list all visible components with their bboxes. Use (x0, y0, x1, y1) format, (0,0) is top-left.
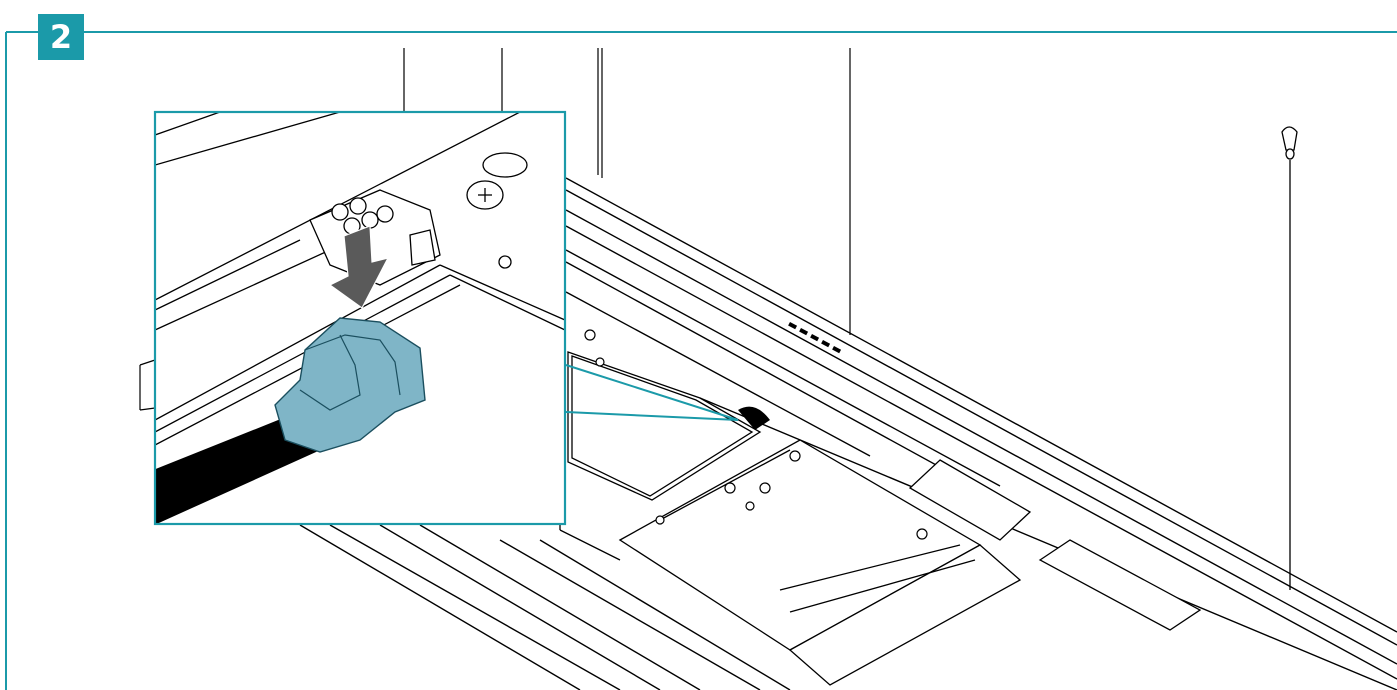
inner-panel (567, 351, 762, 501)
zoom-leader-lines (565, 364, 739, 421)
suspension-hook-icon (1281, 126, 1298, 590)
frame-border (5, 31, 1397, 690)
side-bracket (139, 359, 156, 411)
main-rail (565, 177, 1397, 690)
clip-part-icon (274, 317, 426, 453)
cover-plates (908, 459, 1202, 631)
zoom-detail (153, 110, 567, 526)
screw-heads (584, 329, 928, 540)
vent-slots (788, 322, 842, 354)
housing-tray (559, 439, 1022, 686)
lower-profile (299, 524, 791, 690)
down-arrow-icon (328, 225, 390, 309)
cable-end (738, 406, 770, 430)
cabinet-lines (403, 48, 851, 335)
step-number-badge: 2 (38, 14, 84, 60)
